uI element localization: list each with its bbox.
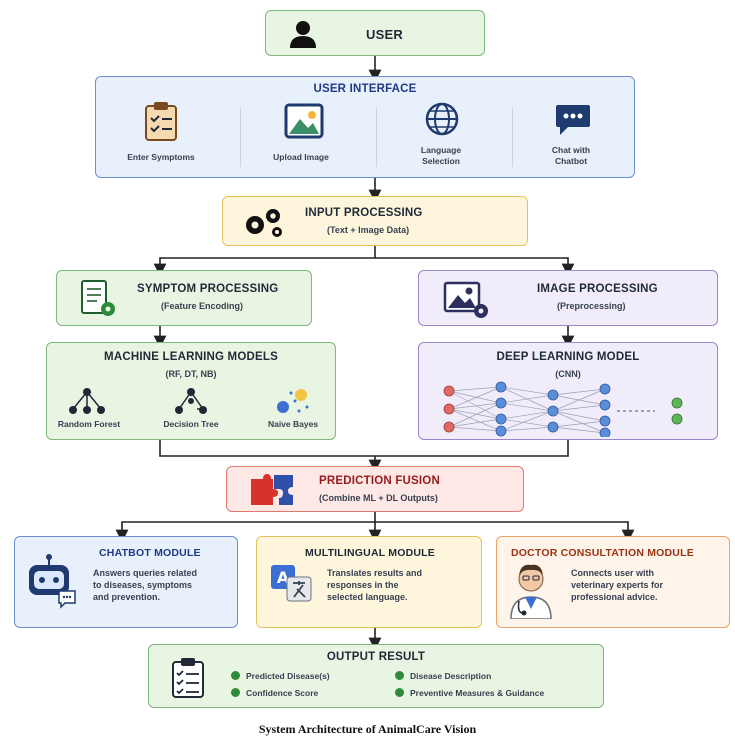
prediction-fusion-box: PREDICTION FUSION (Combine ML + DL Outpu… [226,466,524,512]
tree-diagram-icon [69,388,105,414]
figure-caption: System Architecture of AnimalCare Vision [258,722,477,736]
multilingual-module-box: A MULTILINGUAL MODULE Translates results… [256,536,482,628]
output-item-label: Confidence Score [246,688,319,698]
doctor-module-title: DOCTOR CONSULTATION MODULE [511,547,694,559]
document-gear-icon [81,280,115,316]
doctor-line: Connects user with [571,568,655,578]
neural-network-icon [443,381,683,437]
prediction-fusion-subtitle: (Combine ML + DL Outputs) [319,493,438,503]
ml-model-naive-bayes: Naive Bayes [267,419,319,429]
input-processing-subtitle: (Text + Image Data) [327,225,410,235]
language-label-line2: Selection [422,156,460,166]
symptom-processing-box: SYMPTOM PROCESSING (Feature Encoding) [56,270,312,326]
output-item: Confidence Score [231,688,318,698]
language-label-line1: Language [420,145,462,155]
chat-label-line1: Chat with [551,145,591,155]
image-processing-title: IMAGE PROCESSING [537,283,658,295]
image-gear-icon [443,281,488,318]
chatbot-line: to diseases, symptoms [93,580,193,590]
check-circle-icon [395,671,404,680]
multilingual-module-description: Translates results and responses in the … [327,567,477,603]
symptom-processing-title: SYMPTOM PROCESSING [137,283,279,295]
robot-icon [29,554,76,609]
ui-item-enter-symptoms: Enter Symptoms [127,152,195,162]
output-item: Preventive Measures & Guidance [395,688,544,698]
doctor-icon [510,564,552,619]
chatbot-module-description: Answers queries related to diseases, sym… [93,567,233,603]
multilingual-module-title: MULTILINGUAL MODULE [305,547,435,559]
doctor-module-box: DOCTOR CONSULTATION MODULE Connects user… [496,536,730,628]
chatbot-module-title: CHATBOT MODULE [99,547,201,559]
chatbot-module-box: CHATBOT MODULE Answers queries related t… [14,536,238,628]
ui-divider [376,107,377,167]
probability-scatter-icon [277,389,309,413]
doctor-line: professional advice. [571,592,658,602]
prediction-fusion-title: PREDICTION FUSION [319,475,440,487]
tree-diagram-icon [175,388,207,414]
multilingual-line: selected language. [327,592,408,602]
multilingual-line: Translates results and [327,568,423,578]
user-label: USER [366,27,403,42]
ui-item-chat-with-chatbot: Chat with Chatbot [516,145,626,167]
doctor-module-description: Connects user with veterinary experts fo… [571,567,727,603]
globe-icon [425,102,459,136]
ml-models-title: MACHINE LEARNING MODELS [104,351,278,363]
puzzle-icon [251,474,293,505]
check-circle-icon [231,688,240,697]
dl-model-subtitle: (CNN) [555,369,581,379]
symptom-processing-subtitle: (Feature Encoding) [161,301,244,311]
doctor-line: veterinary experts for [571,580,664,590]
gears-icon [246,209,282,237]
clipboard-icon [145,102,177,141]
chat-label-line2: Chatbot [554,156,588,166]
image-processing-box: IMAGE PROCESSING (Preprocessing) [418,270,718,326]
ui-divider [240,107,241,167]
check-circle-icon [395,688,404,697]
ui-item-upload-image: Upload Image [273,152,329,162]
ml-model-decision-tree: Decision Tree [163,419,219,429]
image-processing-subtitle: (Preprocessing) [557,301,626,311]
ui-item-language-selection: Language Selection [386,145,496,167]
user-icon [290,21,316,48]
output-item-label: Preventive Measures & Guidance [410,688,545,698]
checklist-icon [172,658,204,698]
chatbot-line: Answers queries related [93,568,198,578]
check-circle-icon [231,671,240,680]
output-result-title: OUTPUT RESULT [326,651,426,663]
output-item: Disease Description [395,671,491,681]
dl-model-box: DEEP LEARNING MODEL (CNN) [418,342,718,440]
ml-models-subtitle: (RF, DT, NB) [165,369,217,379]
ml-models-box: MACHINE LEARNING MODELS (RF, DT, NB) Ran… [46,342,336,440]
translate-icon: A [271,565,312,602]
input-processing-box: INPUT PROCESSING (Text + Image Data) [222,196,528,246]
multilingual-line: responses in the [327,580,399,590]
user-interface-title: USER INTERFACE [313,83,417,95]
output-item-label: Predicted Disease(s) [246,671,330,681]
output-item: Predicted Disease(s) [231,671,330,681]
dl-model-title: DEEP LEARNING MODEL [496,351,640,363]
ml-model-random-forest: Random Forest [57,419,121,429]
output-result-box: OUTPUT RESULT Predicted Disease(s) Disea… [148,644,604,708]
ui-divider [512,107,513,167]
input-processing-title: INPUT PROCESSING [305,207,423,219]
user-interface-box: USER INTERFACE Enter Symptoms Upload Ima… [95,76,635,178]
chatbot-line: and prevention. [93,592,161,602]
output-item-label: Disease Description [410,671,492,681]
user-box: USER [265,10,485,56]
image-icon [284,103,324,139]
chat-bubble-icon [556,105,590,135]
